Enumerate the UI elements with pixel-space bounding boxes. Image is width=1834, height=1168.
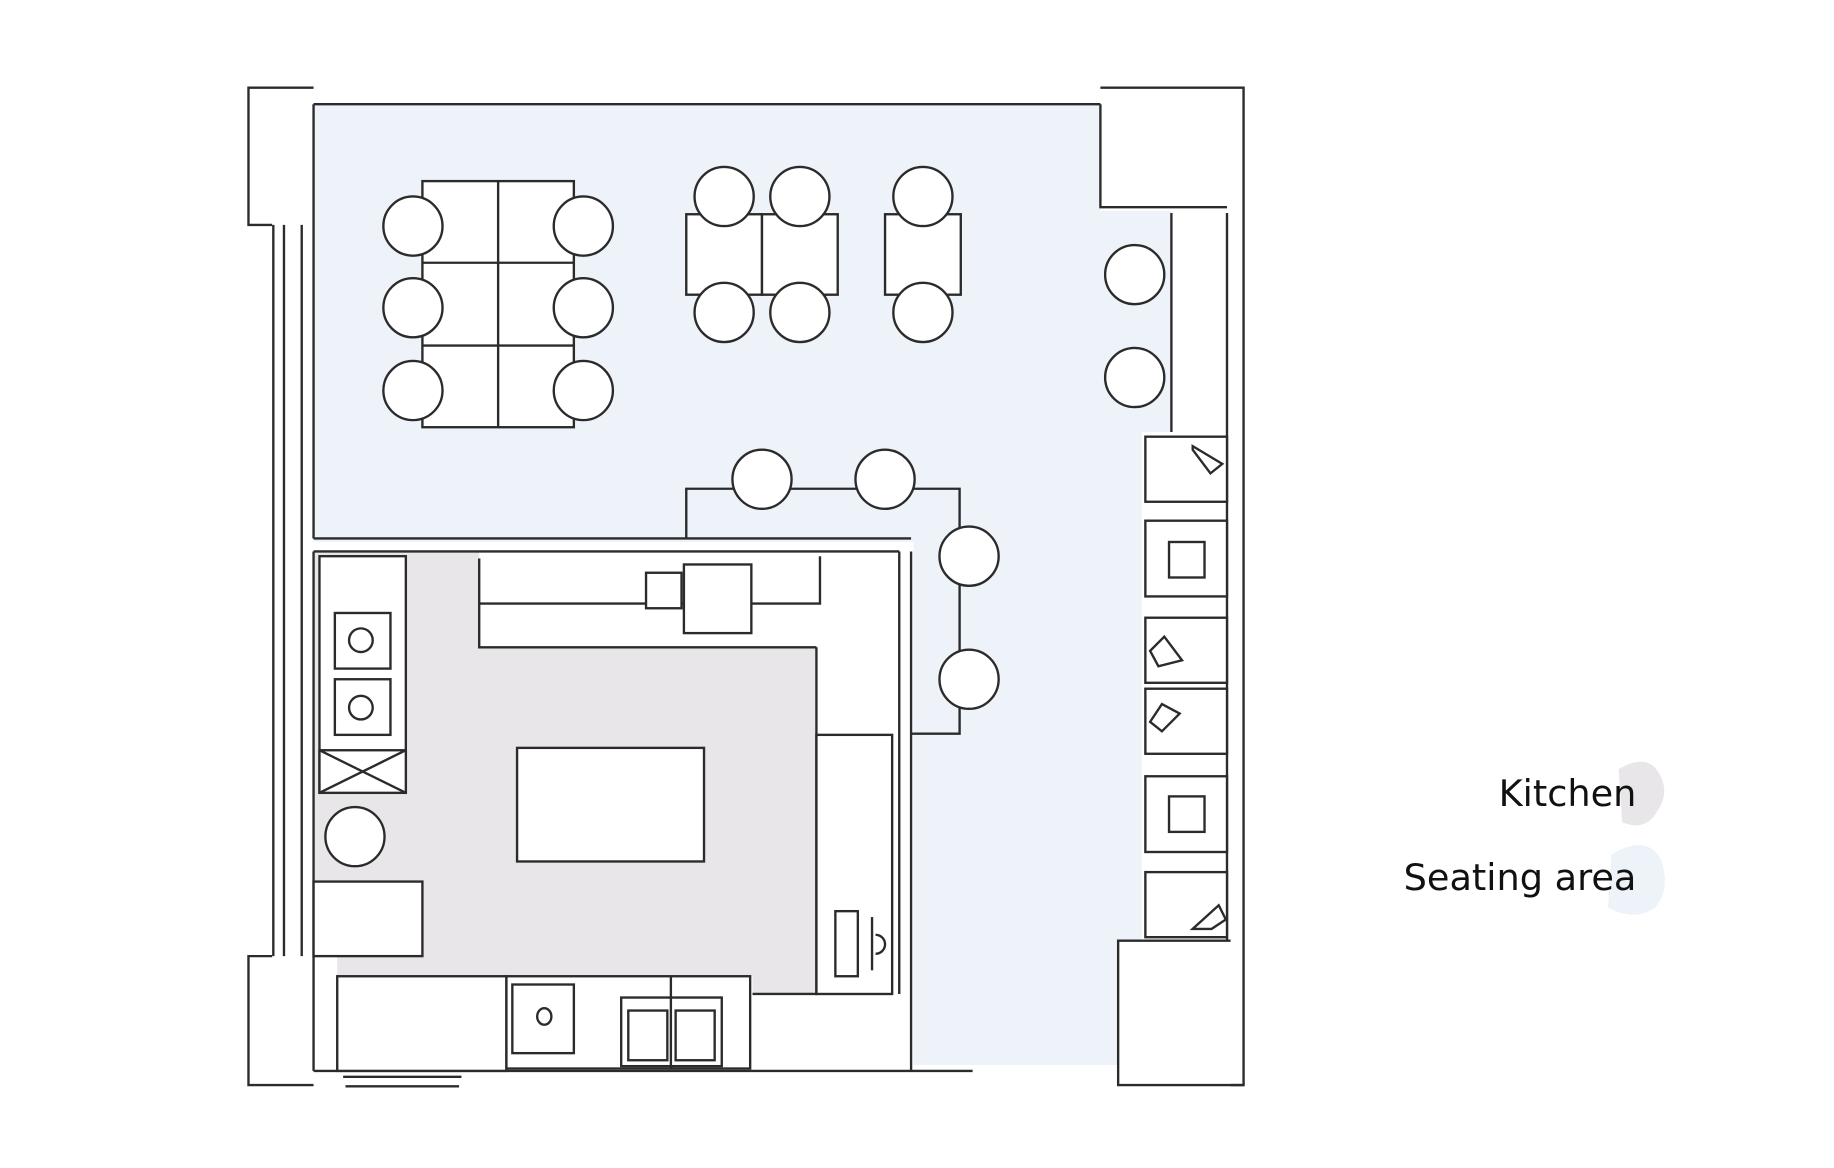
kitchen-island: [515, 746, 706, 863]
chair: [552, 195, 615, 257]
legend-swatch-kitchen: [1618, 761, 1665, 826]
chair: [382, 359, 444, 422]
kitchen-fixtures: [312, 555, 894, 1073]
chair: [382, 195, 444, 257]
chair: [382, 276, 444, 339]
chair: [552, 276, 615, 339]
dining-table-long: [382, 179, 615, 429]
legend-swatch-seating: [1608, 845, 1665, 915]
dining-tables-small: [685, 165, 962, 344]
legend-label-kitchen: Kitchen: [1499, 772, 1637, 815]
bar-stool: [1103, 243, 1166, 306]
walls: [247, 86, 1245, 1088]
legend-label-seating-area: Seating area: [1404, 856, 1637, 899]
side-booths: [1144, 435, 1229, 939]
bar-stool: [1103, 346, 1166, 409]
chair: [552, 359, 615, 422]
bar-counter: [685, 448, 1000, 735]
legend: Kitchen Seating area: [1404, 761, 1665, 915]
